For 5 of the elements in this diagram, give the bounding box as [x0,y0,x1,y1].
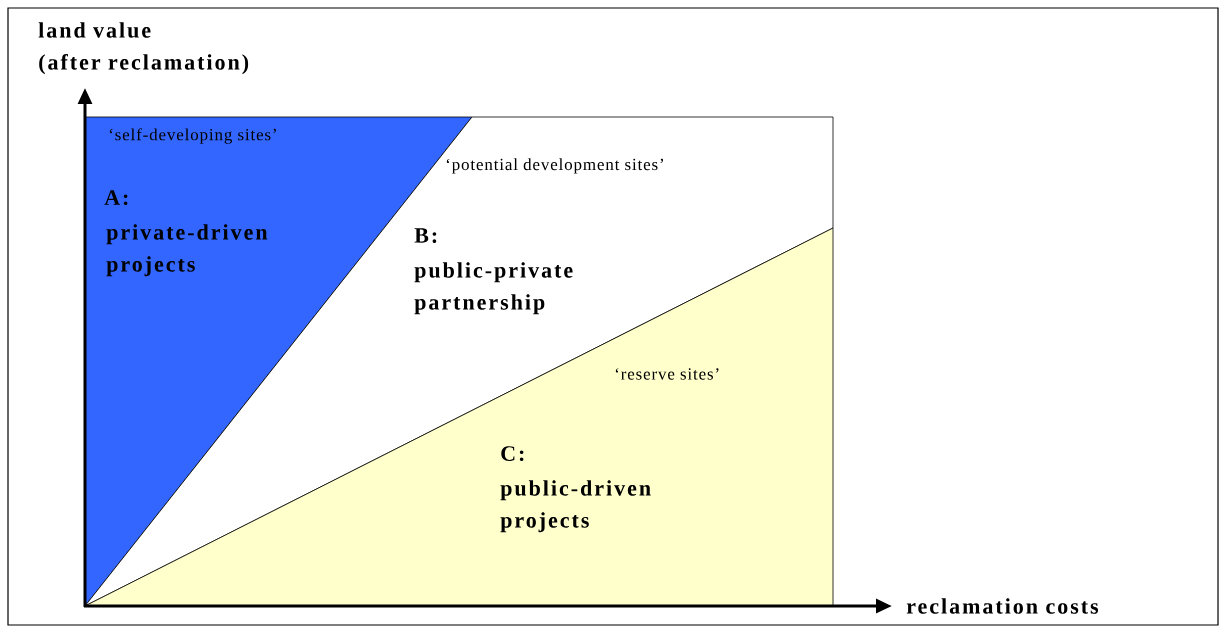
axis-label: land value (after reclamation) [38,22,249,75]
axis-label: reclamation costs [906,598,1099,614]
region-label: ‘reserve sites’ C: public-driven projects [500,368,719,533]
region-label: ‘potential development sites’ B: public-private partnership [414,158,664,315]
region-label: ‘self-developing sites’ A: private-driven projects [104,128,276,277]
